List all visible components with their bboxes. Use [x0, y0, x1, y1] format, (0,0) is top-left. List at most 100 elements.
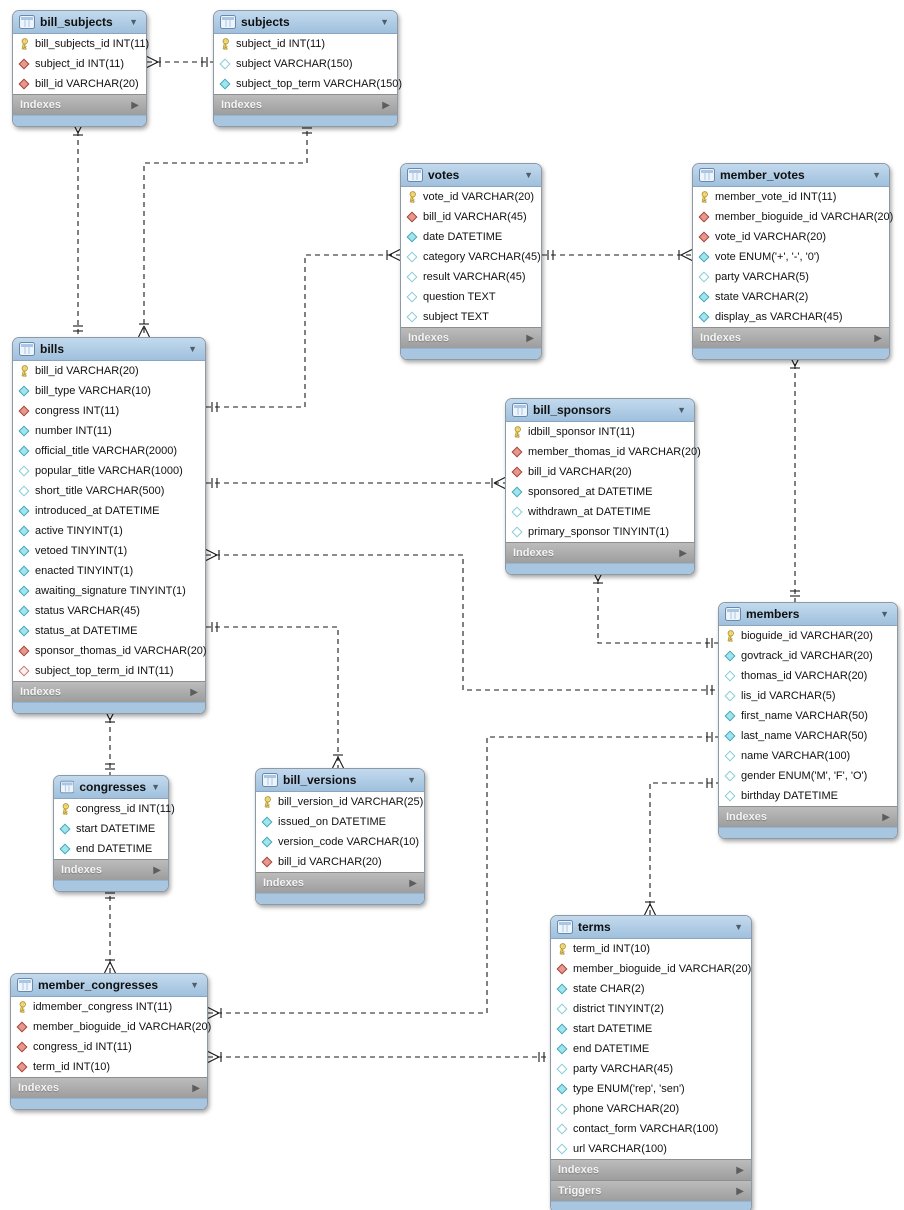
column-row[interactable]: subject VARCHAR(150)	[214, 54, 397, 74]
table-congresses[interactable]: congresses▼congress_id INT(11)start DATE…	[53, 775, 175, 892]
column-row[interactable]: bioguide_id VARCHAR(20)	[719, 626, 897, 646]
column-row[interactable]: status VARCHAR(45)	[13, 601, 205, 621]
column-row[interactable]: primary_sponsor TINYINT(1)	[506, 522, 694, 542]
column-row[interactable]: question TEXT	[401, 287, 541, 307]
collapse-arrow-icon[interactable]: ▼	[677, 405, 686, 415]
column-row[interactable]: idmember_congress INT(11)	[11, 997, 207, 1017]
table-header[interactable]: bill_subjects▼	[13, 11, 146, 34]
collapse-arrow-icon[interactable]: ▼	[190, 980, 199, 990]
relationship-line-bills-votes[interactable]	[206, 254, 400, 408]
column-row[interactable]: sponsor_thomas_id VARCHAR(20)	[13, 641, 207, 661]
column-row[interactable]: url VARCHAR(100)	[551, 1139, 751, 1159]
column-row[interactable]: member_bioguide_id VARCHAR(20)	[693, 207, 893, 227]
column-row[interactable]: status_at DATETIME	[13, 621, 205, 641]
column-row[interactable]: congress_id INT(11)	[11, 1037, 207, 1057]
column-row[interactable]: subject_top_term_id INT(11)	[13, 661, 205, 681]
column-row[interactable]: birthday DATETIME	[719, 786, 897, 806]
column-row[interactable]: member_thomas_id VARCHAR(20)	[506, 442, 701, 462]
expand-arrow-icon[interactable]: ▶	[679, 547, 687, 559]
relationship-line-bill_sponsors-members[interactable]	[597, 570, 718, 644]
column-row[interactable]: vetoed TINYINT(1)	[13, 541, 205, 561]
indexes-section[interactable]: Indexes▶	[551, 1159, 751, 1180]
column-row[interactable]: member_bioguide_id VARCHAR(20)	[11, 1017, 211, 1037]
collapse-arrow-icon[interactable]: ▼	[407, 775, 416, 785]
indexes-section[interactable]: Indexes▶	[13, 94, 146, 115]
table-header[interactable]: congresses▼	[54, 776, 168, 799]
relationship-line-member_congresses-members[interactable]	[208, 736, 718, 1014]
column-row[interactable]: phone VARCHAR(20)	[551, 1099, 751, 1119]
column-row[interactable]: first_name VARCHAR(50)	[719, 706, 897, 726]
expand-arrow-icon[interactable]: ▶	[382, 99, 390, 111]
column-row[interactable]: name VARCHAR(100)	[719, 746, 897, 766]
table-votes[interactable]: votes▼vote_id VARCHAR(20)bill_id VARCHAR…	[400, 163, 542, 360]
column-row[interactable]: withdrawn_at DATETIME	[506, 502, 694, 522]
column-row[interactable]: term_id INT(10)	[551, 939, 751, 959]
column-row[interactable]: member_vote_id INT(11)	[693, 187, 889, 207]
collapse-arrow-icon[interactable]: ▼	[188, 344, 197, 354]
expand-arrow-icon[interactable]: ▶	[736, 1185, 744, 1197]
column-row[interactable]: congress INT(11)	[13, 401, 205, 421]
column-row[interactable]: introduced_at DATETIME	[13, 501, 205, 521]
expand-arrow-icon[interactable]: ▶	[882, 811, 890, 823]
table-terms[interactable]: terms▼term_id INT(10)member_bioguide_id …	[550, 915, 752, 1210]
table-bill_versions[interactable]: bill_versions▼bill_version_id VARCHAR(25…	[255, 768, 425, 905]
column-row[interactable]: party VARCHAR(5)	[693, 267, 889, 287]
collapse-arrow-icon[interactable]: ▼	[880, 609, 889, 619]
column-row[interactable]: term_id INT(10)	[11, 1057, 207, 1077]
table-subjects[interactable]: subjects▼subject_id INT(11)subject VARCH…	[213, 10, 402, 127]
column-row[interactable]: category VARCHAR(45)	[401, 247, 541, 267]
table-member_congresses[interactable]: member_congresses▼idmember_congress INT(…	[10, 973, 211, 1110]
table-member_votes[interactable]: member_votes▼member_vote_id INT(11)membe…	[692, 163, 893, 360]
column-row[interactable]: awaiting_signature TINYINT(1)	[13, 581, 205, 601]
column-row[interactable]: contact_form VARCHAR(100)	[551, 1119, 751, 1139]
column-row[interactable]: bill_id VARCHAR(20)	[506, 462, 694, 482]
column-row[interactable]: bill_subjects_id INT(11)	[13, 34, 149, 54]
column-row[interactable]: congress_id INT(11)	[54, 799, 175, 819]
column-row[interactable]: result VARCHAR(45)	[401, 267, 541, 287]
column-row[interactable]: display_as VARCHAR(45)	[693, 307, 889, 327]
table-header[interactable]: subjects▼	[214, 11, 397, 34]
column-row[interactable]: bill_id VARCHAR(20)	[13, 74, 146, 94]
column-row[interactable]: member_bioguide_id VARCHAR(20)	[551, 959, 751, 979]
column-row[interactable]: subject_id INT(11)	[13, 54, 146, 74]
column-row[interactable]: sponsored_at DATETIME	[506, 482, 694, 502]
column-row[interactable]: active TINYINT(1)	[13, 521, 205, 541]
table-bills[interactable]: bills▼bill_id VARCHAR(20)bill_type VARCH…	[12, 337, 207, 714]
table-header[interactable]: votes▼	[401, 164, 541, 187]
column-row[interactable]: district TINYINT(2)	[551, 999, 751, 1019]
relationship-line-terms-members[interactable]	[649, 782, 718, 915]
table-bill_sponsors[interactable]: bill_sponsors▼idbill_sponsor INT(11)memb…	[505, 398, 701, 575]
column-row[interactable]: official_title VARCHAR(2000)	[13, 441, 205, 461]
column-row[interactable]: version_code VARCHAR(10)	[256, 832, 424, 852]
expand-arrow-icon[interactable]: ▶	[131, 99, 139, 111]
column-row[interactable]: short_title VARCHAR(500)	[13, 481, 205, 501]
column-row[interactable]: popular_title VARCHAR(1000)	[13, 461, 205, 481]
table-header[interactable]: bills▼	[13, 338, 205, 361]
column-row[interactable]: thomas_id VARCHAR(20)	[719, 666, 897, 686]
table-header[interactable]: members▼	[719, 603, 897, 626]
relationship-line-bills-members[interactable]	[206, 554, 718, 691]
column-row[interactable]: idbill_sponsor INT(11)	[506, 422, 694, 442]
table-header[interactable]: bill_sponsors▼	[506, 399, 694, 422]
column-row[interactable]: govtrack_id VARCHAR(20)	[719, 646, 897, 666]
column-row[interactable]: last_name VARCHAR(50)	[719, 726, 897, 746]
column-row[interactable]: end DATETIME	[54, 839, 168, 859]
column-row[interactable]: subject_id INT(11)	[214, 34, 397, 54]
expand-arrow-icon[interactable]: ▶	[526, 332, 534, 344]
column-row[interactable]: lis_id VARCHAR(5)	[719, 686, 897, 706]
column-row[interactable]: state VARCHAR(2)	[693, 287, 889, 307]
indexes-section[interactable]: Indexes▶	[506, 542, 694, 563]
collapse-arrow-icon[interactable]: ▼	[129, 17, 138, 27]
column-row[interactable]: issued_on DATETIME	[256, 812, 424, 832]
collapse-arrow-icon[interactable]: ▼	[734, 922, 743, 932]
indexes-section[interactable]: Indexes▶	[54, 859, 168, 880]
column-row[interactable]: subject TEXT	[401, 307, 541, 327]
table-header[interactable]: terms▼	[551, 916, 751, 939]
triggers-section[interactable]: Triggers▶	[551, 1180, 751, 1201]
table-bill_subjects[interactable]: bill_subjects▼bill_subjects_id INT(11)su…	[12, 10, 149, 127]
column-row[interactable]: bill_id VARCHAR(20)	[256, 852, 424, 872]
indexes-section[interactable]: Indexes▶	[11, 1077, 207, 1098]
table-header[interactable]: member_congresses▼	[11, 974, 207, 997]
column-row[interactable]: bill_id VARCHAR(45)	[401, 207, 541, 227]
table-header[interactable]: bill_versions▼	[256, 769, 424, 792]
